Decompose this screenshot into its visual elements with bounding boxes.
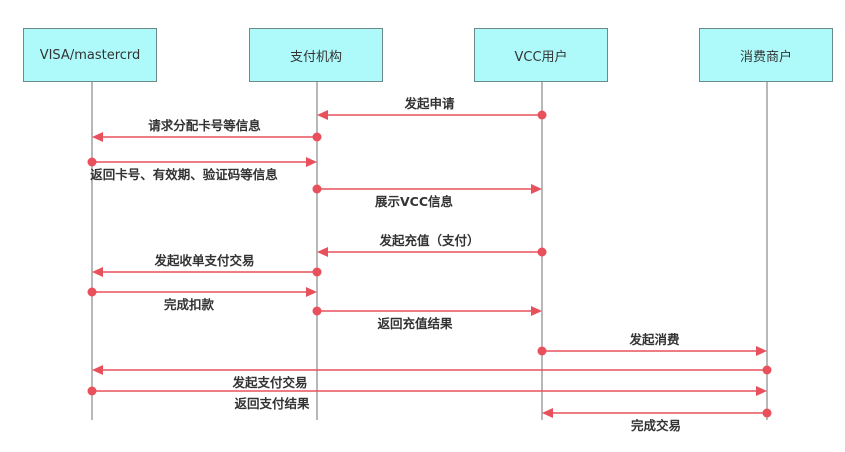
arrowhead-icon [756, 346, 767, 356]
message-label: 发起支付交易 [231, 375, 307, 390]
actor-visa: VISA/mastercrd [23, 28, 157, 82]
arrowhead-icon [542, 408, 553, 418]
arrowhead-icon [317, 247, 328, 257]
message-label: 发起申请 [403, 96, 455, 111]
message-start-dot [537, 247, 547, 257]
message-start-dot [87, 287, 97, 297]
actor-label: VISA/mastercrd [39, 47, 141, 63]
arrowhead-icon [531, 184, 542, 194]
arrowhead-icon [531, 306, 542, 316]
message-label: 请求分配卡号等信息 [148, 118, 261, 133]
message-start-dot [87, 157, 97, 167]
actor-label: 支付机构 [289, 49, 342, 65]
actor-label: VCC用户 [514, 49, 568, 65]
message-label: 返回充值结果 [377, 316, 453, 331]
message-label: 发起收单支付交易 [153, 253, 254, 268]
message-start-dot [312, 132, 322, 142]
message-label: 返回支付结果 [234, 396, 310, 411]
message-start-dot [537, 346, 547, 356]
message-label: 完成扣款 [164, 297, 215, 312]
arrowhead-icon [92, 365, 103, 375]
message-label: 展示VCC信息 [375, 194, 454, 209]
arrowhead-icon [306, 287, 317, 297]
actor-vcc-user: VCC用户 [474, 28, 608, 82]
actor-payment-institution: 支付机构 [249, 28, 383, 82]
message-start-dot [312, 184, 322, 194]
message-label: 返回卡号、有效期、验证码等信息 [90, 167, 278, 182]
arrowhead-icon [92, 267, 103, 277]
message-start-dot [312, 267, 322, 277]
actor-merchant: 消费商户 [699, 28, 833, 82]
message-start-dot [762, 408, 772, 418]
message-start-dot [312, 306, 322, 316]
arrowhead-icon [317, 110, 328, 120]
message-start-dot [762, 365, 772, 375]
message-label: 完成交易 [631, 418, 681, 433]
message-start-dot [537, 110, 547, 120]
message-label: 发起充值（支付） [378, 233, 479, 248]
message-start-dot [87, 386, 97, 396]
arrowhead-icon [756, 386, 767, 396]
arrowhead-icon [92, 132, 103, 142]
arrowhead-icon [306, 157, 317, 167]
actor-label: 消费商户 [739, 49, 792, 65]
message-label: 发起消费 [628, 332, 680, 347]
